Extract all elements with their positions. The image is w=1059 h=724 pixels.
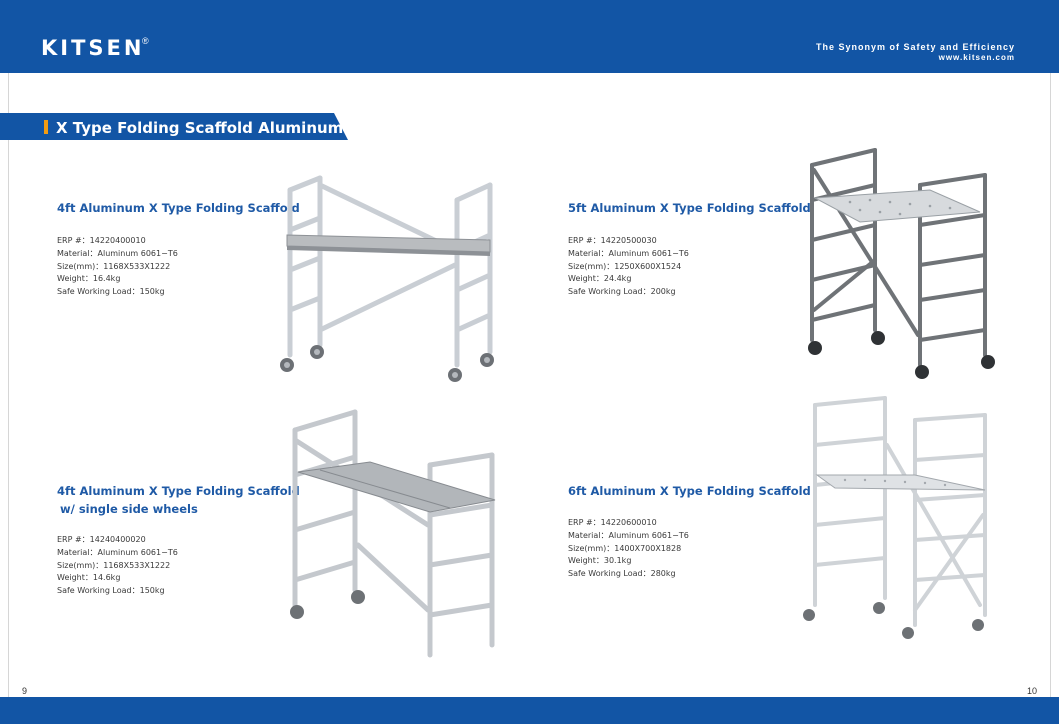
product-6ft: 6ft Aluminum X Type Folding Scaffold ERP… — [568, 482, 811, 581]
spec-load: Safe Working Load：150kg — [57, 586, 165, 596]
page-border-right — [1050, 73, 1051, 697]
scaffold-6ft-image — [803, 396, 987, 639]
kitsen-logo: KITSEN — [41, 36, 145, 60]
header-bar — [0, 0, 1059, 73]
website-link[interactable]: www.kitsen.com — [938, 53, 1015, 62]
spec-weight: Weight：16.4kg — [57, 274, 121, 284]
spec-load: Safe Working Load：280kg — [568, 569, 676, 579]
product-specs: ERP #：14220400010 Material：Aluminum 6061… — [57, 235, 297, 299]
spec-size: Size(mm)：1168X533X1222 — [57, 560, 171, 570]
product-title: 6ft Aluminum X Type Folding Scaffold — [568, 484, 811, 498]
product-title: 4ft Aluminum X Type Folding Scaffold — [57, 484, 300, 498]
footer-bar — [0, 697, 1059, 724]
product-4ft: 4ft Aluminum X Type Folding Scaffold ERP… — [57, 199, 300, 299]
section-title: X Type Folding Scaffold Aluminum — [56, 119, 344, 137]
spec-weight: Weight：24.4kg — [568, 274, 632, 284]
spec-load: Safe Working Load：150kg — [57, 287, 165, 297]
tagline: The Synonym of Safety and Efficiency — [815, 42, 1015, 52]
scaffold-4ft-single-wheels-image — [290, 409, 496, 658]
product-5ft: 5ft Aluminum X Type Folding Scaffold ERP… — [568, 199, 811, 299]
spec-erp: ERP #：14240400020 — [57, 535, 146, 544]
spec-erp: ERP #：14220400010 — [57, 236, 146, 245]
spec-size: Size(mm)：1400X700X1828 — [568, 543, 682, 553]
spec-material: Material：Aluminum 6061−T6 — [57, 547, 178, 557]
spec-load: Safe Working Load：200kg — [568, 287, 676, 297]
page-number-right: 10 — [1026, 686, 1037, 696]
product-specs: ERP #：14220600010 Material：Aluminum 6061… — [568, 517, 808, 581]
spec-material: Material：Aluminum 6061−T6 — [568, 530, 689, 540]
product-title: 4ft Aluminum X Type Folding Scaffold — [57, 201, 300, 215]
product-specs: ERP #：14240400020 Material：Aluminum 6061… — [57, 534, 297, 598]
spec-material: Material：Aluminum 6061−T6 — [568, 248, 689, 258]
spec-weight: Weight：30.1kg — [568, 556, 632, 566]
banner-accent — [44, 120, 48, 134]
section-banner — [0, 113, 348, 140]
spec-size: Size(mm)：1250X600X1524 — [568, 261, 682, 271]
spec-size: Size(mm)：1168X533X1222 — [57, 261, 171, 271]
product-specs: ERP #：14220500030 Material：Aluminum 6061… — [568, 235, 808, 299]
scaffold-5ft-image — [808, 148, 995, 379]
spec-weight: Weight：14.6kg — [57, 573, 121, 583]
spec-erp: ERP #：14220500030 — [568, 236, 657, 245]
spec-material: Material：Aluminum 6061−T6 — [57, 248, 178, 258]
product-subtitle: w/ single side wheels — [60, 502, 198, 516]
registered-mark: ® — [142, 36, 149, 46]
product-title: 5ft Aluminum X Type Folding Scaffold — [568, 201, 811, 215]
spec-erp: ERP #：14220600010 — [568, 518, 657, 527]
page-number-left: 9 — [22, 686, 28, 696]
page-border-left — [8, 73, 9, 697]
product-4ft-single-wheels: 4ft Aluminum X Type Folding Scaffold w/ … — [57, 482, 300, 598]
scaffold-4ft-image — [280, 175, 494, 382]
